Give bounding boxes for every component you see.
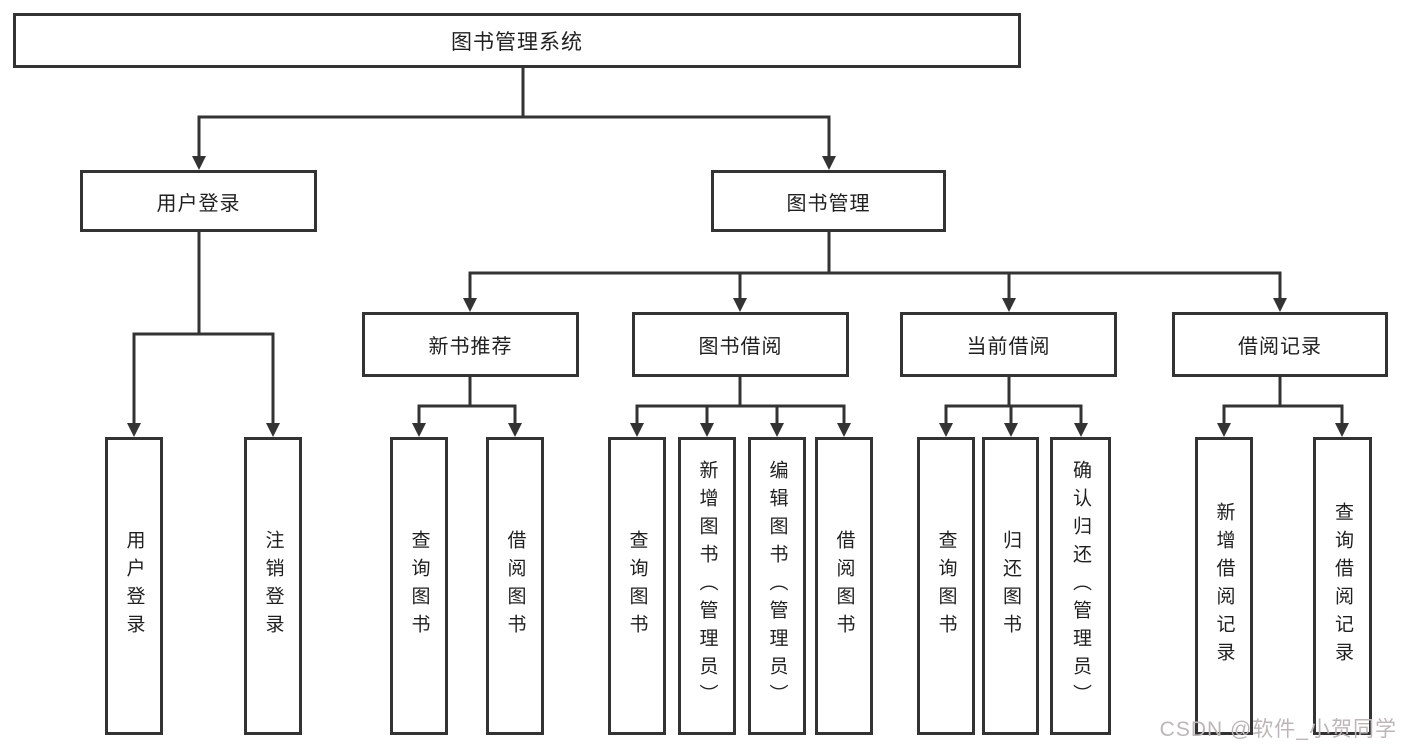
leaf-add-book-admin-label: 新增图书（管理员） xyxy=(696,460,718,712)
node-new-book-recommend: 新书推荐 xyxy=(362,312,579,377)
leaf-query-borrow-record-label: 查询借阅记录 xyxy=(1332,502,1353,670)
leaf-borrow-books-recommend: 借阅图书 xyxy=(486,437,544,735)
leaf-logout-label: 注销登录 xyxy=(262,530,284,642)
node-book-borrow-label: 图书借阅 xyxy=(698,336,783,358)
leaf-query-books-current: 查询图书 xyxy=(917,437,975,735)
leaf-add-book-admin: 新增图书（管理员） xyxy=(678,437,736,735)
node-book-borrow: 图书借阅 xyxy=(632,312,849,377)
leaf-add-borrow-record-label: 新增借阅记录 xyxy=(1213,502,1235,670)
node-system-root: 图书管理系统 xyxy=(13,13,1021,68)
node-new-book-recommend-label: 新书推荐 xyxy=(428,336,513,358)
leaf-query-books-borrow: 查询图书 xyxy=(608,437,666,735)
node-book-management: 图书管理 xyxy=(711,170,946,232)
leaf-query-books-current-label: 查询图书 xyxy=(935,530,957,642)
node-user-login-label: 用户登录 xyxy=(156,192,241,215)
leaf-return-book: 归还图书 xyxy=(982,437,1039,735)
leaf-query-books-recommend-label: 查询图书 xyxy=(408,530,430,642)
leaf-query-books-recommend: 查询图书 xyxy=(390,437,448,735)
leaf-edit-book-admin-label: 编辑图书（管理员） xyxy=(766,460,788,712)
leaf-edit-book-admin: 编辑图书（管理员） xyxy=(748,437,806,735)
node-borrow-records-label: 借阅记录 xyxy=(1238,336,1322,358)
leaf-query-books-borrow-label: 查询图书 xyxy=(626,530,648,642)
node-book-management-label: 图书管理 xyxy=(786,192,871,215)
node-borrow-records: 借阅记录 xyxy=(1172,312,1388,377)
leaf-add-borrow-record: 新增借阅记录 xyxy=(1195,437,1253,735)
leaf-user-login: 用户登录 xyxy=(105,437,163,735)
leaf-user-login-label: 用户登录 xyxy=(123,530,145,642)
node-system-root-label: 图书管理系统 xyxy=(451,30,583,54)
leaf-borrow-books: 借阅图书 xyxy=(815,437,873,735)
node-user-login: 用户登录 xyxy=(80,170,317,232)
leaf-logout: 注销登录 xyxy=(244,437,302,735)
leaf-confirm-return-admin: 确认归还（管理员） xyxy=(1050,437,1111,735)
leaf-query-borrow-record: 查询借阅记录 xyxy=(1313,437,1372,735)
node-current-borrow: 当前借阅 xyxy=(900,312,1117,377)
node-current-borrow-label: 当前借阅 xyxy=(966,336,1051,358)
leaf-return-book-label: 归还图书 xyxy=(1000,530,1021,642)
leaf-confirm-return-admin-label: 确认归还（管理员） xyxy=(1070,460,1091,712)
leaf-borrow-books-label: 借阅图书 xyxy=(833,530,855,642)
leaf-borrow-books-recommend-label: 借阅图书 xyxy=(504,530,526,642)
